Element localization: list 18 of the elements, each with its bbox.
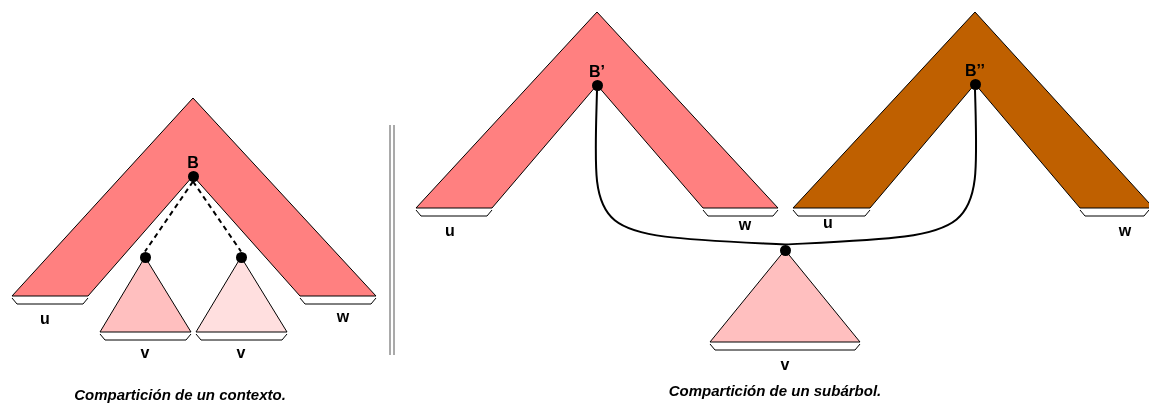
connector-line bbox=[144, 180, 194, 253]
caption: Compartición de un contexto. bbox=[74, 386, 286, 403]
node-label: B’’ bbox=[965, 61, 985, 79]
segment-label: v bbox=[236, 344, 246, 361]
segment-label: v bbox=[780, 356, 790, 373]
segment-label: w bbox=[336, 308, 350, 325]
connector-line bbox=[594, 89, 786, 246]
connector-line bbox=[784, 88, 978, 246]
segment-label: v bbox=[140, 344, 150, 361]
node-label: B bbox=[187, 153, 199, 171]
segment-label: u bbox=[40, 310, 50, 327]
node-label: B’ bbox=[589, 62, 605, 80]
connector-line bbox=[192, 180, 242, 253]
segment-label: u bbox=[445, 222, 455, 239]
segment-label: w bbox=[1118, 222, 1132, 239]
caption: Compartición de un subárbol. bbox=[668, 382, 882, 399]
segment-label: u bbox=[823, 214, 833, 231]
segment-label: w bbox=[738, 216, 752, 233]
